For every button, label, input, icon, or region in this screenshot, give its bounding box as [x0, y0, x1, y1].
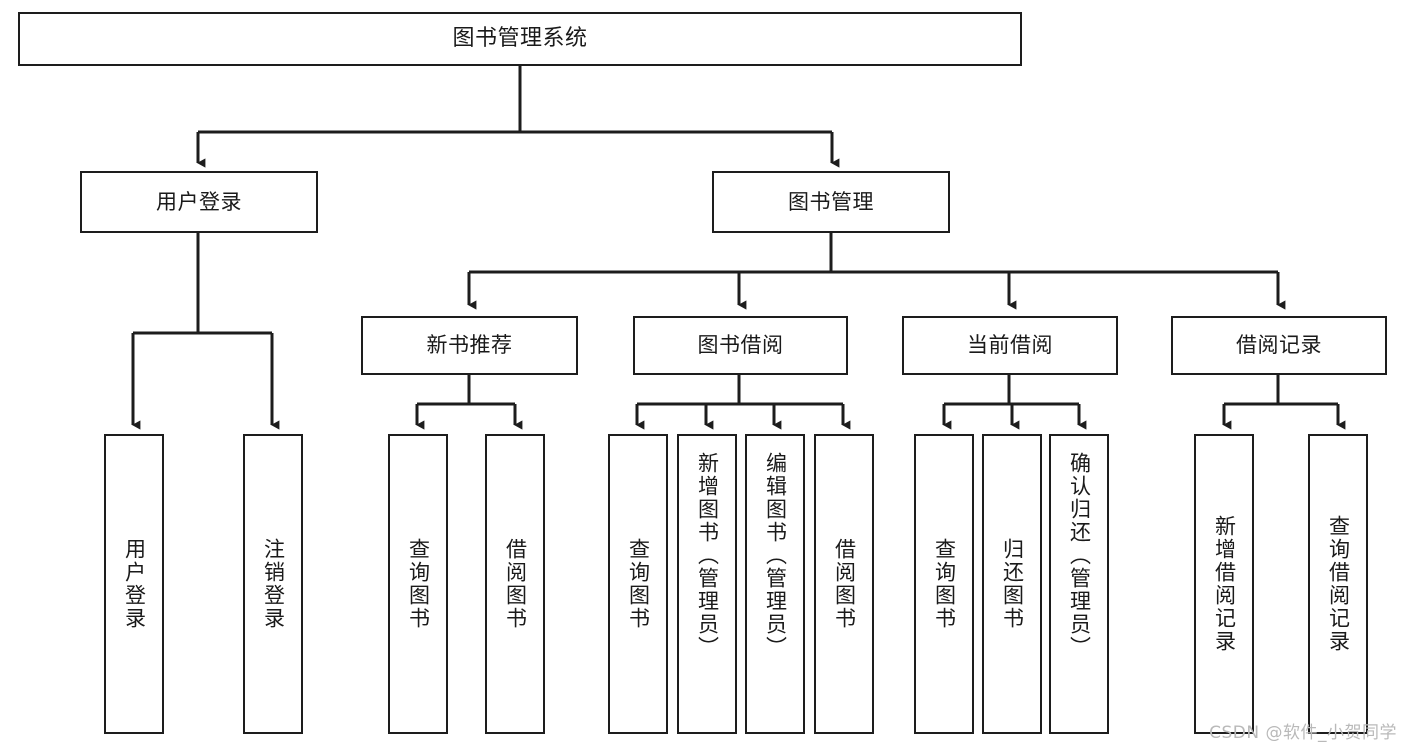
node-leaf-add-record[interactable]: 新增借阅记录	[1194, 434, 1254, 734]
node-leaf-borrow-book-1[interactable]: 借阅图书	[485, 434, 545, 734]
node-leaf-query-record[interactable]: 查询借阅记录	[1308, 434, 1368, 734]
node-leaf-query-book-1[interactable]: 查询图书	[388, 434, 448, 734]
node-label: 新增图书（管理员）	[695, 452, 720, 659]
node-label: 查询图书	[932, 538, 957, 630]
node-new-book-recommend[interactable]: 新书推荐	[361, 316, 578, 375]
node-label: 查询图书	[626, 538, 651, 630]
node-label: 编辑图书（管理员）	[763, 452, 788, 659]
node-label: 新书推荐	[426, 333, 513, 358]
node-label: 归还图书	[1000, 538, 1025, 630]
node-label: 查询图书	[406, 538, 431, 630]
node-leaf-add-book[interactable]: 新增图书（管理员）	[677, 434, 737, 734]
node-label: 注销登录	[261, 538, 286, 630]
node-book-borrow[interactable]: 图书借阅	[633, 316, 848, 375]
node-label: 图书借阅	[697, 333, 784, 358]
node-label: 借阅记录	[1236, 333, 1322, 358]
node-current-borrow[interactable]: 当前借阅	[902, 316, 1118, 375]
node-label: 当前借阅	[967, 333, 1053, 358]
node-user-login[interactable]: 用户登录	[80, 171, 318, 233]
node-label: 图书管理系统	[452, 26, 588, 52]
node-label: 借阅图书	[832, 538, 857, 630]
node-leaf-query-book-3[interactable]: 查询图书	[914, 434, 974, 734]
node-root-system[interactable]: 图书管理系统	[18, 12, 1022, 66]
node-leaf-return-book[interactable]: 归还图书	[982, 434, 1042, 734]
node-label: 用户登录	[122, 538, 147, 630]
node-label: 用户登录	[156, 189, 242, 214]
node-leaf-borrow-book-2[interactable]: 借阅图书	[814, 434, 874, 734]
node-book-management[interactable]: 图书管理	[712, 171, 950, 233]
watermark-text: CSDN @软件_小贺同学	[1209, 723, 1397, 743]
node-leaf-edit-book[interactable]: 编辑图书（管理员）	[745, 434, 805, 734]
node-leaf-user-login[interactable]: 用户登录	[104, 434, 164, 734]
node-borrow-record[interactable]: 借阅记录	[1171, 316, 1387, 375]
node-label: 查询借阅记录	[1326, 515, 1351, 653]
node-label: 借阅图书	[503, 538, 528, 630]
node-leaf-logout-login[interactable]: 注销登录	[243, 434, 303, 734]
node-label: 新增借阅记录	[1212, 515, 1237, 653]
node-leaf-confirm-return[interactable]: 确认归还（管理员）	[1049, 434, 1109, 734]
node-label: 图书管理	[788, 189, 874, 214]
node-leaf-query-book-2[interactable]: 查询图书	[608, 434, 668, 734]
node-label: 确认归还（管理员）	[1067, 452, 1092, 659]
